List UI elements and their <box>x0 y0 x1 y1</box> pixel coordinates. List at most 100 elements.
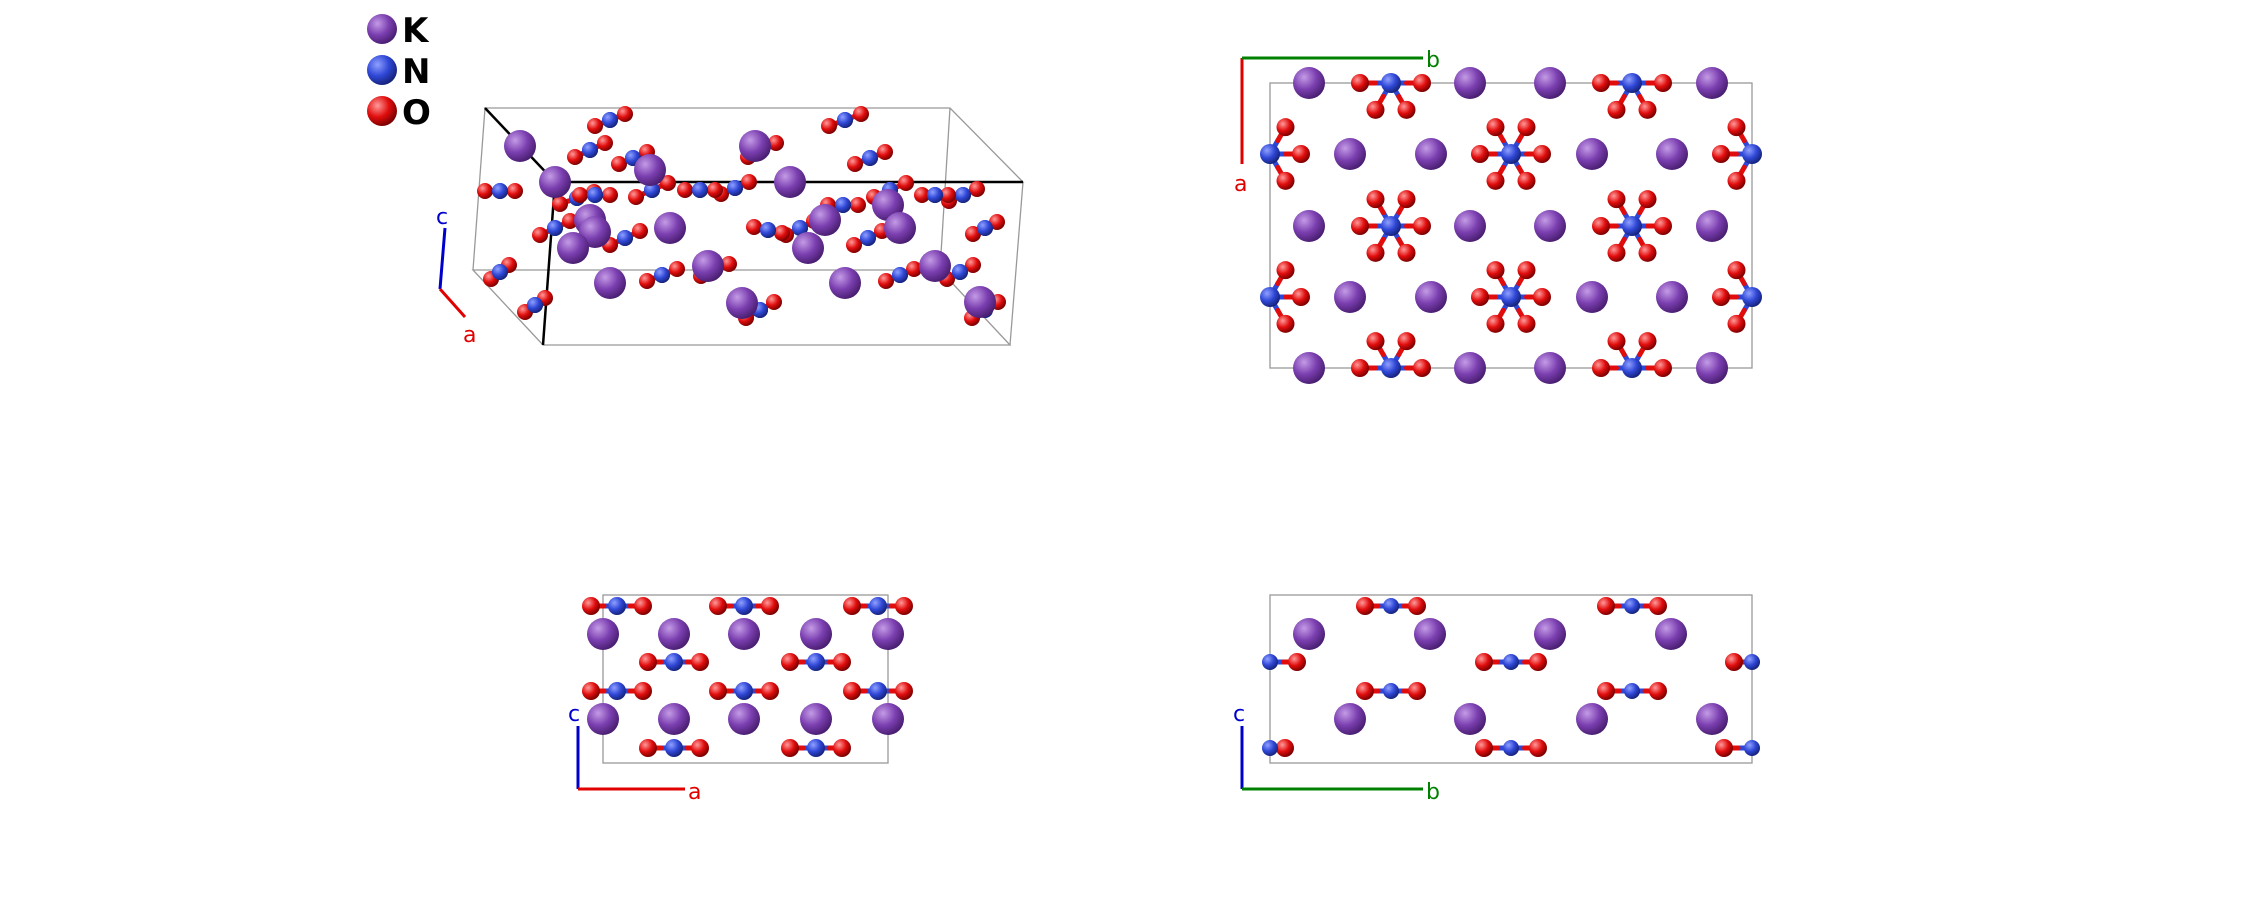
nitrogen-atom <box>1624 683 1640 699</box>
nitrogen-atom <box>869 597 887 615</box>
nitrogen-atom <box>955 187 971 203</box>
oxygen-atom <box>567 149 583 165</box>
oxygen-atom <box>1486 261 1505 280</box>
oxygen-atom <box>761 597 779 615</box>
nitrite-molecule <box>547 213 578 236</box>
oxygen-atom <box>1486 118 1505 137</box>
oxygen-atom <box>1607 332 1626 351</box>
nitrite-molecule <box>639 653 709 671</box>
oxygen-atom <box>1592 74 1610 92</box>
oxygen-atom <box>669 261 685 277</box>
oxygen-atom <box>898 175 914 191</box>
potassium-atom <box>774 166 806 198</box>
nitrogen-atom <box>1381 73 1401 93</box>
oxygen-atom <box>1408 597 1426 615</box>
nitrite-cluster <box>1351 190 1431 262</box>
nitrogen-atom <box>727 180 743 196</box>
oxygen-atom <box>1727 171 1746 190</box>
oxygen-atom <box>1366 190 1385 209</box>
potassium-atom <box>964 286 996 318</box>
axis-triad-perspective: c a <box>436 205 476 348</box>
oxygen-atom <box>532 227 548 243</box>
perspective-atoms <box>477 106 1006 326</box>
potassium-atom <box>1696 210 1728 242</box>
nitrogen-atom <box>862 150 878 166</box>
oxygen-atom <box>1413 359 1431 377</box>
oxygen-atom <box>1408 682 1426 700</box>
oxygen-atom <box>1712 288 1730 306</box>
nitrite-molecule <box>892 261 922 283</box>
nitrogen-atom <box>1381 216 1401 236</box>
nitrite-cluster <box>1471 118 1551 190</box>
oxygen-atom <box>721 256 737 272</box>
unit-cell-outline <box>1269 594 1753 764</box>
oxygen-atom <box>833 653 851 671</box>
oxygen-atom <box>1292 145 1310 163</box>
nitrite-cluster <box>1712 118 1762 190</box>
nitrite-molecule <box>781 653 851 671</box>
nitrite-molecule <box>1597 597 1667 615</box>
nitrite-molecule <box>752 294 782 318</box>
nitrite-molecule <box>1725 653 1760 671</box>
potassium-atom <box>1414 618 1446 650</box>
element-legend: K N O <box>367 11 431 133</box>
nitrite-cluster <box>1351 73 1431 119</box>
nitrite-molecule <box>1356 597 1426 615</box>
potassium-atom <box>1454 703 1486 735</box>
potassium-atom <box>579 216 611 248</box>
oxygen-atom-icon <box>367 96 397 126</box>
potassium-atom <box>1334 281 1366 313</box>
oxygen-atom <box>1276 739 1294 757</box>
unit-cell-outline <box>1269 82 1753 369</box>
nitrogen-atom <box>735 682 753 700</box>
nitrogen-atom <box>1503 740 1519 756</box>
nitrite-molecule <box>952 257 981 280</box>
ab-projection-atoms <box>1260 67 1762 384</box>
potassium-atom <box>634 154 666 186</box>
nitrite-molecule <box>1475 653 1547 671</box>
oxygen-atom <box>1366 100 1385 119</box>
oxygen-atom <box>572 187 588 203</box>
nitrogen-atom <box>760 222 776 238</box>
nitrogen-atom <box>665 739 683 757</box>
nitrite-molecule <box>709 597 779 615</box>
potassium-atom <box>654 212 686 244</box>
oxygen-atom <box>1397 100 1416 119</box>
nitrite-molecule <box>1262 653 1306 671</box>
nitrogen-atom <box>1383 598 1399 614</box>
oxygen-atom <box>707 182 723 198</box>
oxygen-atom <box>582 682 600 700</box>
oxygen-atom <box>906 261 922 277</box>
oxygen-atom <box>1276 118 1295 137</box>
oxygen-atom <box>843 682 861 700</box>
oxygen-atom <box>940 187 956 203</box>
oxygen-atom <box>761 682 779 700</box>
nitrogen-atom <box>869 682 887 700</box>
nitrite-molecule <box>1262 739 1294 757</box>
nitrite-molecule <box>477 183 508 199</box>
axis-label-c: c <box>1233 702 1245 727</box>
nitrite-cluster <box>1592 190 1672 262</box>
oxygen-atom <box>1727 118 1746 137</box>
nitrogen-atom <box>492 264 508 280</box>
bc-projection-panel: c b <box>1233 594 1760 805</box>
oxygen-atom <box>1351 74 1369 92</box>
potassium-atom <box>1293 67 1325 99</box>
oxygen-atom <box>1727 314 1746 333</box>
nitrogen-atom <box>860 230 876 246</box>
axis-label-c: c <box>568 702 580 727</box>
potassium-atom <box>1534 210 1566 242</box>
potassium-atom <box>594 267 626 299</box>
oxygen-atom <box>632 223 648 239</box>
oxygen-atom <box>1351 359 1369 377</box>
oxygen-atom <box>1638 100 1657 119</box>
nitrogen-atom <box>587 187 603 203</box>
nitrogen-atom <box>602 112 618 128</box>
oxygen-atom <box>611 156 627 172</box>
oxygen-atom <box>1638 190 1657 209</box>
potassium-atom <box>919 250 951 282</box>
nitrite-molecule <box>582 135 613 158</box>
oxygen-atom <box>1356 597 1374 615</box>
nitrogen-atom <box>1381 358 1401 378</box>
nitrite-cluster <box>1592 332 1672 378</box>
